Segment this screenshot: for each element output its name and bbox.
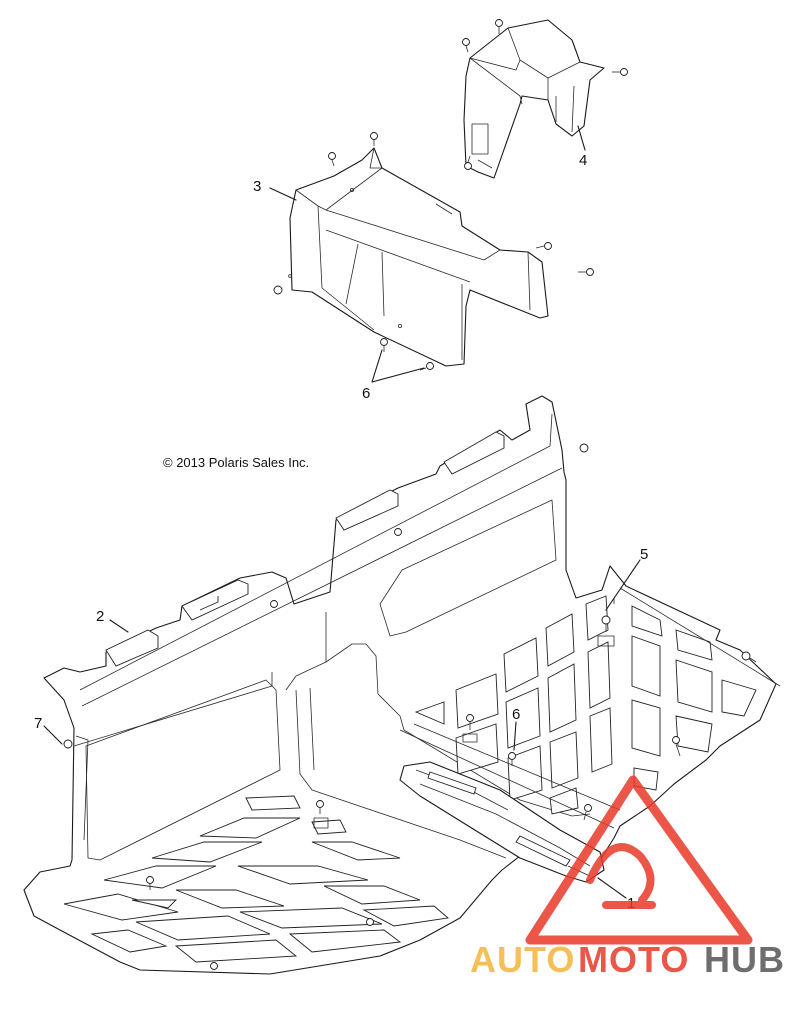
- part-2-floor-tub: [23, 349, 781, 975]
- watermark-text-hub: HUB: [704, 939, 785, 980]
- right-floor-grid: [399, 587, 781, 829]
- callout-6-upper: 6: [362, 385, 370, 402]
- callout-5: 5: [640, 546, 648, 563]
- watermark-triangle-icon: [525, 775, 753, 945]
- callout-7: 7: [34, 715, 42, 732]
- part-4-bracket: [462, 19, 628, 179]
- callout-4: 4: [579, 152, 587, 169]
- part-3-panel: [269, 132, 594, 371]
- left-floor-ribs: [63, 795, 450, 963]
- copyright-text: © 2013 Polaris Sales Inc.: [163, 455, 309, 470]
- callout-6-lower: 6: [512, 706, 520, 723]
- callout-2: 2: [96, 608, 104, 625]
- watermark-text-moto: MOTO: [578, 939, 689, 980]
- callout-3: 3: [253, 178, 261, 195]
- watermark-text-auto: AUTO: [470, 939, 575, 980]
- watermark-logo: AUTO MOTO HUB: [470, 775, 785, 980]
